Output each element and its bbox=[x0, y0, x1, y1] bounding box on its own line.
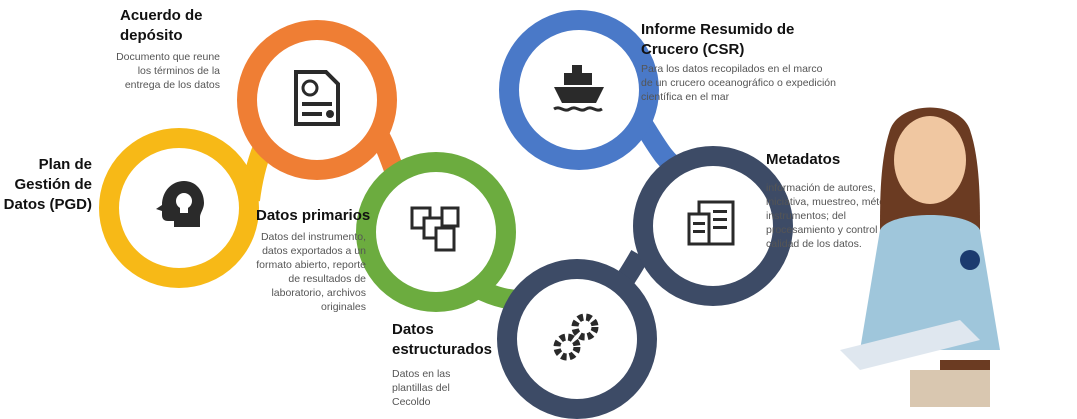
desc-estructurados: Datos en las plantillas del Cecoldo bbox=[392, 368, 451, 408]
woman-with-clipboard-illustration bbox=[840, 107, 1000, 407]
files-stack-icon bbox=[408, 202, 464, 263]
gears-icon bbox=[549, 309, 605, 370]
document-list-icon bbox=[685, 196, 741, 257]
head-lightbulb-icon bbox=[152, 177, 206, 240]
label-metadatos: Metadatos bbox=[766, 151, 841, 168]
node-estructurados bbox=[497, 259, 657, 419]
desc-metadatos: información de autores, iniciativa, mues… bbox=[766, 182, 911, 250]
label-acuerdo: Acuerdo de depósito bbox=[120, 7, 203, 44]
label-csr: Informe Resumido de Crucero (CSR) bbox=[641, 21, 795, 58]
document-seal-icon bbox=[290, 68, 344, 133]
ship-icon bbox=[550, 59, 608, 122]
node-primarios bbox=[356, 152, 516, 312]
label-primarios: Datos primarios bbox=[256, 207, 371, 224]
desc-acuerdo: Documento que reune los términos de la e… bbox=[116, 51, 220, 91]
node-csr bbox=[499, 10, 659, 170]
node-pgd bbox=[99, 128, 259, 288]
desc-csr: Para los datos recopilados en el marco d… bbox=[641, 63, 836, 103]
label-estructurados: Datos estructurados bbox=[392, 321, 493, 358]
desc-primarios: Datos del instrumento, datos exportados … bbox=[256, 231, 366, 313]
label-pgd: Plan de Gestión de Datos (PGD) bbox=[3, 156, 92, 213]
node-acuerdo bbox=[237, 20, 397, 180]
